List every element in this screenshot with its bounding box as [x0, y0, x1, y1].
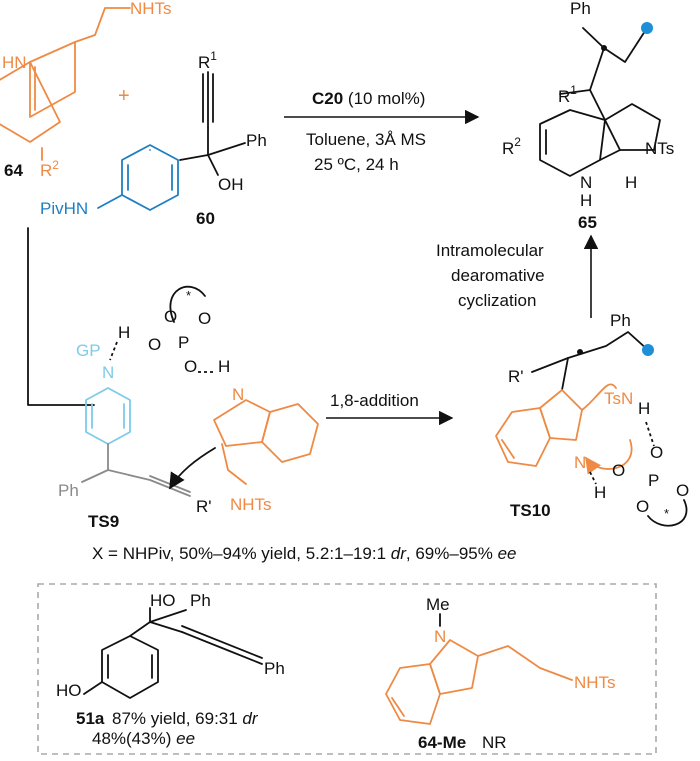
ts9-o3: O [148, 335, 161, 354]
ts10-star: * [664, 506, 669, 521]
product-ph-text: Ph [570, 0, 591, 18]
control-experiments-box [37, 583, 657, 755]
ts10-tsn: TsN [604, 389, 633, 408]
ts9-star: * [186, 288, 191, 303]
51a-result1: 87% yield, 69:31 dr [112, 709, 259, 728]
ts10-o4: O [636, 497, 649, 516]
cyclization-line3: cyclization [458, 291, 536, 310]
plus-sign: + [118, 85, 130, 107]
axial-dot-product [641, 22, 653, 34]
alcohol-oh-text: OH [218, 175, 244, 194]
conditions-temp: 25 ºC, 24 h [314, 155, 399, 174]
product-r2-text: R2 [502, 135, 521, 158]
product-nh-h-text: H [580, 191, 592, 210]
ts9-nhts: NHTs [230, 495, 272, 514]
axial-dot-ts10 [642, 344, 654, 356]
connector-line [27, 227, 95, 406]
alcohol-pivhn-text: PivHN [40, 199, 88, 218]
ts9-gp: GP [76, 341, 101, 360]
reactant-60-label: 60 [196, 209, 215, 228]
ts9-o4: O [184, 357, 197, 376]
ts9-structure: * O O P O O H H GP N Ph R' N NHTs TS9 [58, 285, 319, 531]
64me-n: N [434, 627, 446, 646]
ts10-ph: Ph [610, 311, 631, 330]
ts10-r: R' [508, 367, 524, 386]
product-ring-h-text: H [625, 173, 637, 192]
ts9-r: R' [196, 497, 212, 516]
summary-text: X = NHPiv, 50%–94% yield, 5.2:1–19:1 dr,… [92, 544, 517, 563]
reactant-64-label: 64 [4, 161, 23, 180]
51a-label: 51a [76, 709, 105, 728]
64me-label: 64-Me [418, 733, 466, 752]
ts9-ph: Ph [58, 481, 79, 500]
ts9-o1: O [164, 307, 177, 326]
64me-me: Me [426, 595, 450, 614]
ts9-h-left: H [118, 323, 130, 342]
51a-ho-top: HO [150, 591, 176, 610]
64me-nhts: NHTs [574, 673, 616, 692]
ts10-p: P [648, 471, 659, 490]
ts9-label: TS9 [88, 512, 119, 531]
indole-hn-text: HN [2, 53, 27, 72]
ts9-o2: O [198, 309, 211, 328]
alcohol-ph-text: Ph [246, 131, 267, 150]
indole-r2-text: R2 [40, 158, 59, 180]
ts10-o3: O [676, 481, 689, 500]
51a-ph-top: Ph [190, 591, 211, 610]
product-nts-text: NTs [645, 139, 674, 158]
ts10-h2: H [594, 483, 606, 502]
ts10-h1: H [638, 399, 650, 418]
ts10-label: TS10 [510, 501, 551, 520]
ts10-n: N [574, 453, 586, 472]
reactant-64-indole: NHTs HN 64 R2 [0, 0, 172, 180]
product-65: Ph R1 R2 NTs N H H 65 [502, 0, 674, 232]
cyclization-line2: dearomative [451, 266, 545, 285]
addition-label: 1,8-addition [330, 391, 419, 410]
cyclization-line1: Intramolecular [436, 241, 544, 260]
ts9-h-right: H [218, 357, 230, 376]
ts10-o1: O [612, 461, 625, 480]
51a-result2: 48%(43%) ee [92, 729, 195, 748]
ts9-n: N [102, 363, 114, 382]
conditions-catalyst: C20 (10 mol%) [312, 89, 425, 108]
51a-ph-end: Ph [264, 659, 285, 678]
product-65-label: 65 [578, 213, 597, 232]
ts10-o2: O [650, 443, 663, 462]
indole-nhts-text: NHTs [130, 0, 172, 18]
ts9-p: P [178, 333, 189, 352]
64me-result: NR [482, 733, 507, 752]
ts9-indole-n: N [232, 385, 244, 404]
product-n-text: N [580, 173, 592, 192]
compound-64me: Me N NHTs 64-Me NR [385, 595, 616, 752]
compound-51a: HO Ph Ph HO 51a 87% yield, 69:31 dr 48%(… [56, 591, 285, 748]
product-r1-text: R1 [558, 83, 577, 106]
ts10-structure: Ph R' TsN H N H O O P O O * TS10 [495, 311, 689, 527]
alcohol-r1-text: R1 [198, 49, 217, 72]
reactant-60-alcohol: R1 Ph OH PivHN 60 [40, 49, 267, 228]
51a-ho-left: HO [56, 681, 82, 700]
conditions-solvent: Toluene, 3Å MS [306, 130, 426, 149]
